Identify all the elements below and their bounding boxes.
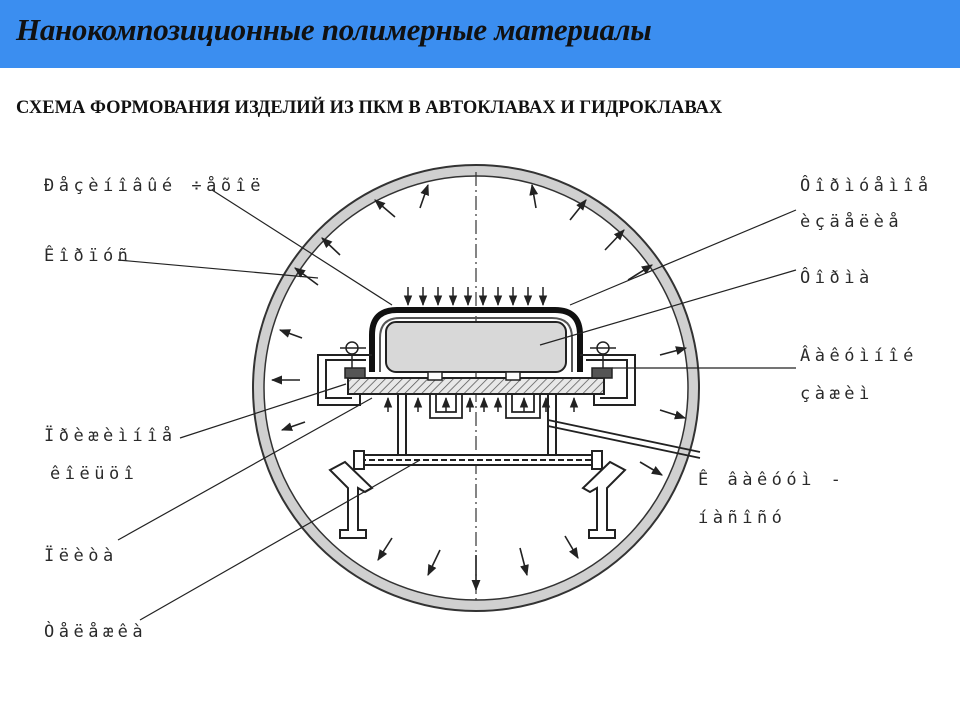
top-pressure-arrows — [403, 287, 548, 307]
label-clamping-ring-2: êîëüöî — [50, 464, 139, 484]
plate — [347, 377, 605, 395]
label-body: Êîðïóñ — [44, 246, 133, 266]
page-title: Нанокомпозиционные полимерные материалы — [16, 12, 652, 47]
trolley — [353, 394, 603, 470]
label-vacuum-pump-1: Ê âàêóóì - — [698, 470, 846, 490]
label-vacuum-clamp-1: Âàêóìíîé — [800, 346, 918, 366]
label-rubber-bag: Ðåçèíîâûé ÷åõîë — [44, 176, 266, 196]
clamp-frames — [317, 354, 636, 406]
formed-part — [385, 321, 567, 373]
vacuum-clamp-left — [340, 341, 366, 379]
label-formed-part-2: èçäåëèå — [800, 212, 904, 232]
label-mold: Ôîðìà — [800, 268, 874, 288]
leader-lines — [117, 189, 797, 621]
label-plate: Ïëèòà — [44, 546, 118, 566]
label-vacuum-pump-2: íàñîñó — [698, 508, 787, 528]
label-formed-part-1: Ôîðìóåìîå — [800, 176, 933, 196]
vacuum-channels — [429, 394, 701, 459]
pressure-arrows — [270, 183, 688, 592]
label-trolley: Òåëåæêà — [44, 622, 148, 642]
header-bar: Нанокомпозиционные полимерные материалы — [0, 0, 960, 68]
label-clamping-ring-1: Ïðèæèìíîå — [44, 426, 177, 446]
rubber-bag — [369, 307, 583, 372]
vacuum-clamp-right — [590, 341, 616, 379]
bottom-pressure-arrows — [383, 396, 579, 412]
label-vacuum-clamp-2: çàæèì — [800, 384, 874, 404]
diagram-title: СХЕМА ФОРМОВАНИЯ ИЗДЕЛИЙ ИЗ ПКМ В АВТОКЛ… — [16, 98, 723, 118]
